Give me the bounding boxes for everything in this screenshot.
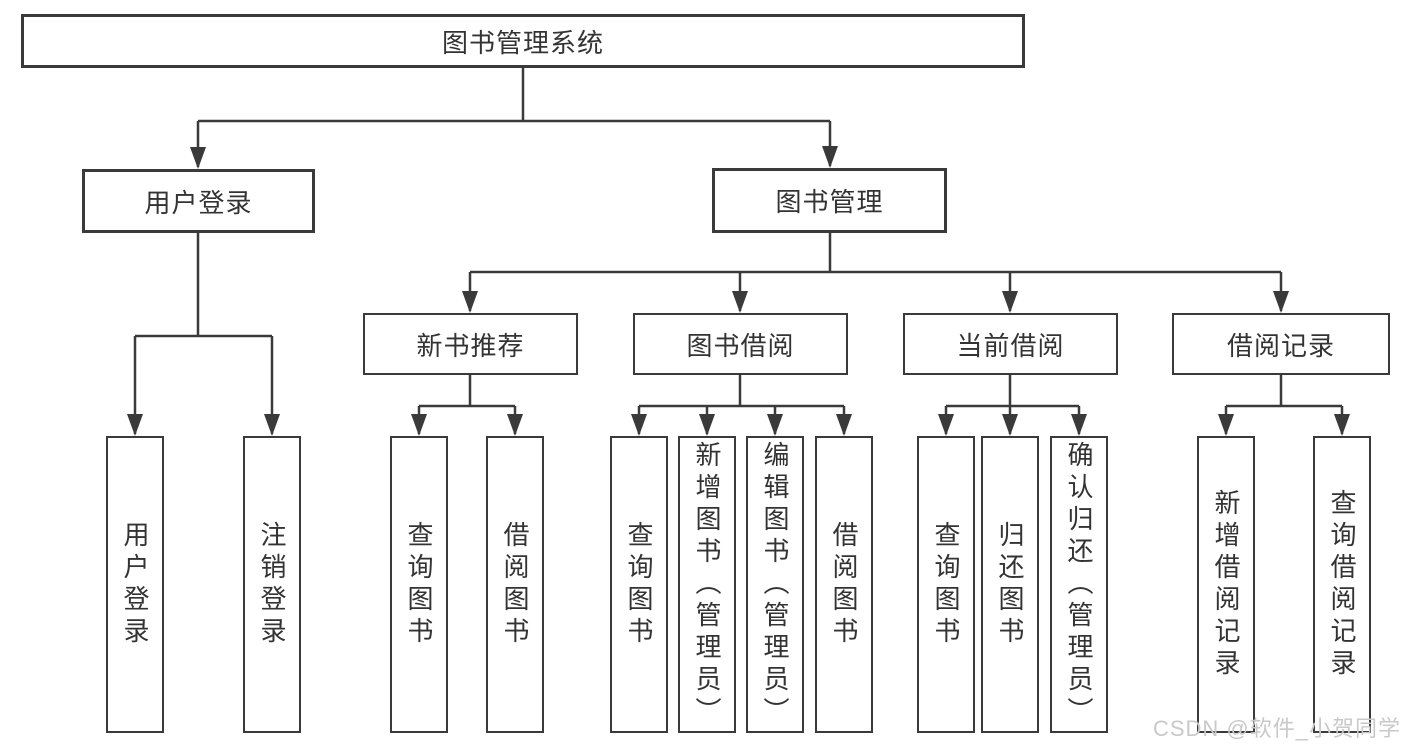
leaf-query-books-borrow-label: 查询图书 [624, 520, 654, 649]
leaf-edit-books-admin-label: 编辑图书（管理员） [760, 440, 790, 729]
node-current-borrow: 当前借阅 [903, 313, 1118, 375]
node-user-login: 用户登录 [82, 169, 315, 233]
node-borrow-records-label: 借阅记录 [1226, 330, 1335, 361]
leaf-confirm-return-admin-label: 确认归还（管理员） [1064, 440, 1094, 729]
connector-login-to-leaves [133, 233, 274, 434]
node-library-system: 图书管理系统 [21, 14, 1025, 68]
connector-mgmt-to-level3 [468, 233, 1283, 311]
connector-records-to-leaves [1224, 375, 1344, 434]
connector-borrow-to-leaves [637, 375, 846, 434]
leaf-user-login: 用户登录 [106, 436, 164, 733]
node-borrow-records: 借阅记录 [1172, 313, 1390, 375]
node-library-system-label: 图书管理系统 [441, 27, 604, 58]
leaf-confirm-return-admin: 确认归还（管理员） [1050, 436, 1108, 733]
leaf-add-books-admin: 新增图书（管理员） [678, 436, 736, 733]
leaf-query-books-borrow: 查询图书 [610, 436, 668, 733]
node-book-management: 图书管理 [712, 168, 947, 233]
leaf-query-borrow-record-label: 查询借阅记录 [1327, 488, 1357, 681]
csdn-watermark: CSDN @软件_小贺同学 [1152, 716, 1401, 741]
leaf-query-books-recommend-label: 查询图书 [404, 520, 434, 649]
node-new-book-recommend-label: 新书推荐 [416, 330, 525, 361]
leaf-logout: 注销登录 [243, 436, 301, 733]
node-current-borrow-label: 当前借阅 [956, 330, 1065, 361]
connector-current-to-leaves [944, 375, 1081, 434]
node-book-borrow: 图书借阅 [633, 313, 848, 375]
leaf-add-borrow-record-label: 新增借阅记录 [1211, 488, 1241, 681]
leaf-query-borrow-record: 查询借阅记录 [1313, 436, 1371, 733]
leaf-logout-label: 注销登录 [257, 520, 287, 649]
leaf-borrow-books-recommend: 借阅图书 [486, 436, 544, 733]
connector-root-to-level2 [196, 68, 832, 167]
node-user-login-label: 用户登录 [144, 187, 253, 218]
leaf-add-books-admin-label: 新增图书（管理员） [692, 440, 722, 729]
leaf-return-books-label: 归还图书 [995, 520, 1025, 649]
leaf-borrow-books-recommend-label: 借阅图书 [500, 520, 530, 649]
node-book-management-label: 图书管理 [775, 187, 884, 217]
leaf-add-borrow-record: 新增借阅记录 [1197, 436, 1255, 733]
leaf-query-books-current: 查询图书 [917, 436, 975, 733]
node-new-book-recommend: 新书推荐 [363, 313, 578, 375]
leaf-borrow-books: 借阅图书 [815, 436, 873, 733]
leaf-query-books-recommend: 查询图书 [390, 436, 448, 733]
leaf-borrow-books-label: 借阅图书 [829, 520, 859, 649]
leaf-return-books: 归还图书 [981, 436, 1039, 733]
node-book-borrow-label: 图书借阅 [686, 330, 795, 361]
leaf-user-login-label: 用户登录 [120, 520, 150, 649]
leaf-edit-books-admin: 编辑图书（管理员） [746, 436, 804, 733]
connector-recommend-to-leaves [417, 375, 517, 434]
leaf-query-books-current-label: 查询图书 [931, 520, 961, 649]
